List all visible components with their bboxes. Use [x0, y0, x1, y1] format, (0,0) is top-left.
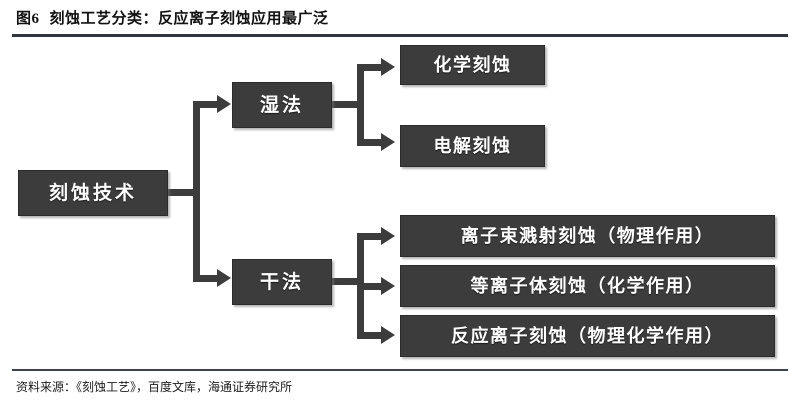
node-branch-wet: 湿法	[232, 82, 332, 128]
connector-dry-to-ionbeam	[357, 233, 383, 240]
connector-dry-to-plasma	[357, 283, 383, 290]
diagram-canvas: 刻蚀技术 湿法 干法 化学刻蚀 电解刻蚀 离子束溅射刻蚀（物理作用） 等离子体刻…	[0, 37, 800, 369]
connector-wet-to-electrolytic	[357, 139, 383, 146]
arrowhead-to-ionbeam-icon	[381, 227, 395, 245]
node-leaf-reactive-ion-etching: 反应离子刻蚀（物理化学作用）	[400, 315, 775, 357]
source-note: 资料来源：《刻蚀工艺》，百度文库，海通证券研究所	[16, 380, 293, 394]
source-divider	[12, 369, 788, 371]
figure-index-label: 图6	[16, 10, 40, 27]
node-branch-wet-label: 湿法	[259, 94, 304, 116]
node-leaf-plasma-etching-label: 等离子体刻蚀（化学作用）	[470, 276, 705, 296]
arrowhead-to-dry-icon	[217, 269, 231, 287]
node-leaf-electrolytic-etching: 电解刻蚀	[400, 125, 545, 167]
arrowhead-to-electrolytic-icon	[381, 133, 395, 151]
arrowhead-to-wet-icon	[217, 95, 231, 113]
connector-root-stub	[168, 189, 200, 196]
connector-wet-bus	[357, 64, 364, 146]
node-branch-dry: 干法	[232, 259, 332, 305]
connector-wet-stub	[332, 101, 364, 108]
node-root-etching-technology: 刻蚀技术	[18, 170, 168, 216]
connector-root-to-dry	[193, 275, 219, 282]
node-root-label: 刻蚀技术	[48, 182, 137, 204]
connector-dry-stub	[332, 278, 364, 285]
arrowhead-to-chemical-icon	[381, 58, 395, 76]
connector-root-to-wet	[193, 101, 219, 108]
connector-wet-to-chemical	[357, 64, 383, 71]
page-title: 图6 刻蚀工艺分类：反应离子刻蚀应用最广泛	[16, 7, 329, 28]
arrowhead-to-plasma-icon	[381, 277, 395, 295]
arrowhead-to-rie-icon	[381, 326, 395, 344]
node-leaf-reactive-ion-etching-label: 反应离子刻蚀（物理化学作用）	[451, 326, 724, 346]
node-branch-dry-label: 干法	[259, 271, 304, 293]
source-bar: 资料来源：《刻蚀工艺》，百度文库，海通证券研究所	[0, 372, 800, 401]
node-leaf-chemical-etching: 化学刻蚀	[400, 45, 545, 85]
node-leaf-ion-beam-sputter-etching-label: 离子束溅射刻蚀（物理作用）	[460, 226, 715, 246]
figure-title-text: 刻蚀工艺分类：反应离子刻蚀应用最广泛	[49, 10, 329, 27]
node-leaf-electrolytic-etching-label: 电解刻蚀	[433, 136, 512, 156]
connector-dry-to-rie	[357, 332, 383, 339]
title-divider	[12, 34, 788, 37]
connector-root-bus	[193, 101, 200, 282]
figure-title-bar: 图6 刻蚀工艺分类：反应离子刻蚀应用最广泛	[0, 0, 800, 34]
node-leaf-chemical-etching-label: 化学刻蚀	[433, 55, 512, 75]
node-leaf-plasma-etching: 等离子体刻蚀（化学作用）	[400, 265, 775, 307]
node-leaf-ion-beam-sputter-etching: 离子束溅射刻蚀（物理作用）	[400, 215, 775, 257]
